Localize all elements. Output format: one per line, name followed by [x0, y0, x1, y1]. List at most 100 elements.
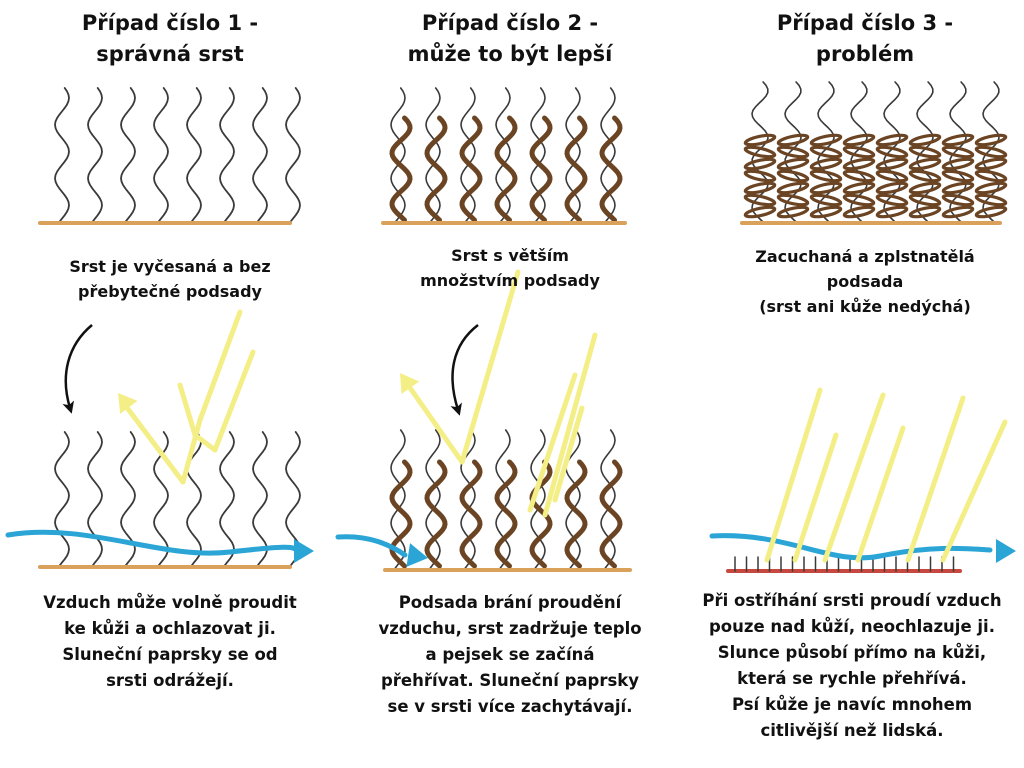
matted-undercoat-coil — [842, 157, 876, 171]
thin-hair-strand — [530, 87, 546, 223]
matted-undercoat-coil — [842, 181, 876, 195]
matted-undercoat-coil — [743, 181, 777, 195]
matted-undercoat-coil — [908, 193, 942, 207]
sun-ray — [855, 425, 906, 563]
thin-hair-strand — [425, 87, 441, 223]
panel-2-illustration — [335, 87, 632, 572]
thin-hair-strand — [285, 87, 301, 223]
thin-hair-strand — [425, 429, 441, 569]
sun-ray — [764, 387, 823, 563]
air-flow-line — [709, 533, 993, 561]
thin-hair-strand — [982, 81, 1000, 223]
matted-undercoat-coil — [809, 145, 843, 159]
matted-undercoat-coil — [743, 157, 777, 171]
matted-undercoat-coil — [743, 133, 777, 147]
sun-ray — [552, 405, 585, 503]
thin-hair-strand — [565, 87, 581, 223]
matted-undercoat-coil — [875, 157, 909, 171]
sun-ray-arrowhead — [118, 393, 138, 414]
matted-undercoat-coil — [809, 193, 843, 207]
thin-hair-strand — [600, 87, 616, 223]
matted-undercoat-coil — [941, 205, 975, 219]
matted-undercoat-coil — [809, 205, 843, 219]
thin-hair-strand — [153, 87, 169, 223]
transition-arrow — [450, 324, 479, 416]
matted-undercoat-coil — [908, 133, 942, 147]
matted-undercoat-coil — [908, 181, 942, 195]
matted-undercoat-coil — [941, 133, 975, 147]
matted-undercoat-coil — [974, 181, 1008, 195]
thin-hair-strand — [120, 87, 136, 223]
thin-hair-strand — [390, 87, 406, 223]
matted-undercoat-coil — [809, 157, 843, 171]
matted-undercoat-coil — [776, 193, 810, 207]
sun-ray — [792, 432, 839, 563]
matted-undercoat-coil — [776, 205, 810, 219]
undercoat-strand — [389, 115, 413, 223]
panel-1-title: Případ číslo 1 - správná srst — [81, 11, 259, 66]
thin-hair-strand — [186, 431, 202, 567]
matted-undercoat-coil — [974, 133, 1008, 147]
matted-undercoat-coil — [875, 181, 909, 195]
sun-ray — [180, 417, 203, 485]
undercoat-strand — [529, 115, 553, 223]
matted-undercoat-coil — [809, 169, 843, 183]
undercoat-strand — [599, 459, 623, 569]
panel-3-illustration — [709, 81, 1016, 573]
matted-undercoat-coil — [908, 145, 942, 159]
air-flow-arrowhead — [294, 539, 314, 563]
matted-undercoat-coil — [875, 205, 909, 219]
undercoat-strand — [494, 115, 518, 223]
matted-undercoat-coil — [974, 169, 1008, 183]
sun-ray-arrowhead — [400, 373, 420, 394]
panel-2-caption: Srst s větším množstvím podsady — [420, 246, 600, 290]
panel-1-caption: Srst je vyčesaná a bez přebytečné podsad… — [69, 257, 271, 301]
sun-ray — [905, 395, 966, 563]
thin-hair-strand — [751, 81, 769, 223]
matted-undercoat-coil — [809, 181, 843, 195]
matted-undercoat-coil — [743, 205, 777, 219]
sun-ray — [822, 392, 886, 563]
panel-2-description: Podsada brání proudění vzduchu, srst zad… — [378, 593, 642, 716]
matted-undercoat-coil — [875, 169, 909, 183]
matted-undercoat-coil — [743, 145, 777, 159]
thin-hair-strand — [949, 81, 967, 223]
thin-hair-strand — [54, 431, 70, 567]
thin-hair-strand — [565, 429, 581, 569]
matted-undercoat-coil — [908, 157, 942, 171]
thin-hair-strand — [916, 81, 934, 223]
undercoat-strand — [564, 115, 588, 223]
matted-undercoat-coil — [941, 157, 975, 171]
sun-ray — [940, 419, 1008, 563]
sun-ray — [192, 432, 218, 453]
panel-2-title: Případ číslo 2 - může to být lepší — [407, 11, 613, 66]
matted-undercoat-coil — [908, 169, 942, 183]
sun-ray — [459, 269, 521, 465]
undercoat-strand — [564, 459, 588, 569]
transition-arrow — [62, 324, 93, 414]
panel-1-illustration — [5, 87, 314, 569]
matted-undercoat-coil — [875, 145, 909, 159]
thin-hair-strand — [460, 429, 476, 569]
thin-hair-strand — [600, 429, 616, 569]
matted-undercoat-coil — [776, 133, 810, 147]
air-flow-line — [5, 529, 301, 556]
panel-1-description: Vzduch může volně proudit ke kůži a ochl… — [43, 593, 297, 690]
thin-hair-strand — [850, 81, 868, 223]
matted-undercoat-coil — [908, 205, 942, 219]
thin-hair-strand — [495, 429, 511, 569]
air-flow-arrowhead — [996, 539, 1016, 563]
thin-hair-strand — [495, 87, 511, 223]
matted-undercoat-coil — [776, 145, 810, 159]
thin-hair-strand — [390, 429, 406, 569]
undercoat-strand — [424, 459, 448, 569]
matted-undercoat-coil — [941, 169, 975, 183]
matted-undercoat-coil — [776, 169, 810, 183]
thin-hair-strand — [87, 87, 103, 223]
thin-hair-strand — [186, 87, 202, 223]
matted-undercoat-coil — [776, 157, 810, 171]
undercoat-strand — [424, 115, 448, 223]
thin-hair-strand — [530, 429, 546, 569]
thin-hair-strand — [219, 431, 235, 567]
